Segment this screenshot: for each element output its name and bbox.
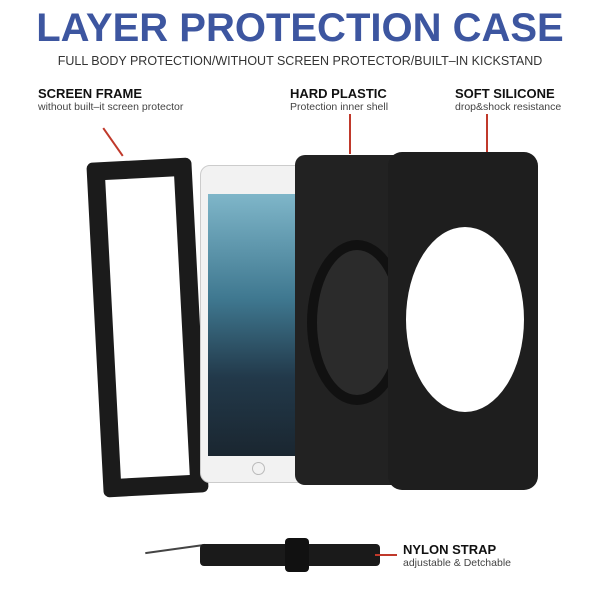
pointer-line — [486, 114, 488, 152]
label-desc: drop&shock resistance — [455, 101, 562, 113]
screen-frame-image — [86, 157, 209, 498]
strap-buckle — [285, 538, 309, 572]
label-title: SCREEN FRAME — [38, 86, 143, 101]
label-hard-plastic: HARD PLASTIC Protection inner shell — [290, 86, 388, 113]
page-title: LAYER PROTECTION CASE — [36, 6, 564, 50]
pointer-line — [349, 114, 351, 154]
label-title: NYLON STRAP — [403, 542, 497, 557]
soft-silicone-case-image — [388, 152, 538, 490]
label-desc: Protection inner shell — [290, 101, 389, 113]
label-title: HARD PLASTIC — [290, 86, 387, 101]
label-title: SOFT SILICONE — [455, 86, 555, 101]
label-desc: adjustable & Detchable — [403, 557, 511, 569]
home-button-icon — [252, 462, 265, 475]
tablet-screen — [208, 194, 307, 456]
subtitle: FULL BODY PROTECTION/WITHOUT SCREEN PROT… — [57, 54, 543, 68]
nylon-strap-image — [200, 538, 380, 572]
label-screen-frame: SCREEN FRAME without built–it screen pro… — [38, 86, 183, 113]
pointer-line — [375, 554, 397, 556]
strap-cord — [145, 543, 205, 555]
label-desc: without built–it screen protector — [38, 101, 184, 113]
case-cutout — [406, 227, 524, 412]
pointer-line — [102, 127, 124, 157]
label-nylon-strap: NYLON STRAP adjustable & Detchable — [403, 542, 511, 569]
label-soft-silicone: SOFT SILICONE drop&shock resistance — [455, 86, 561, 113]
